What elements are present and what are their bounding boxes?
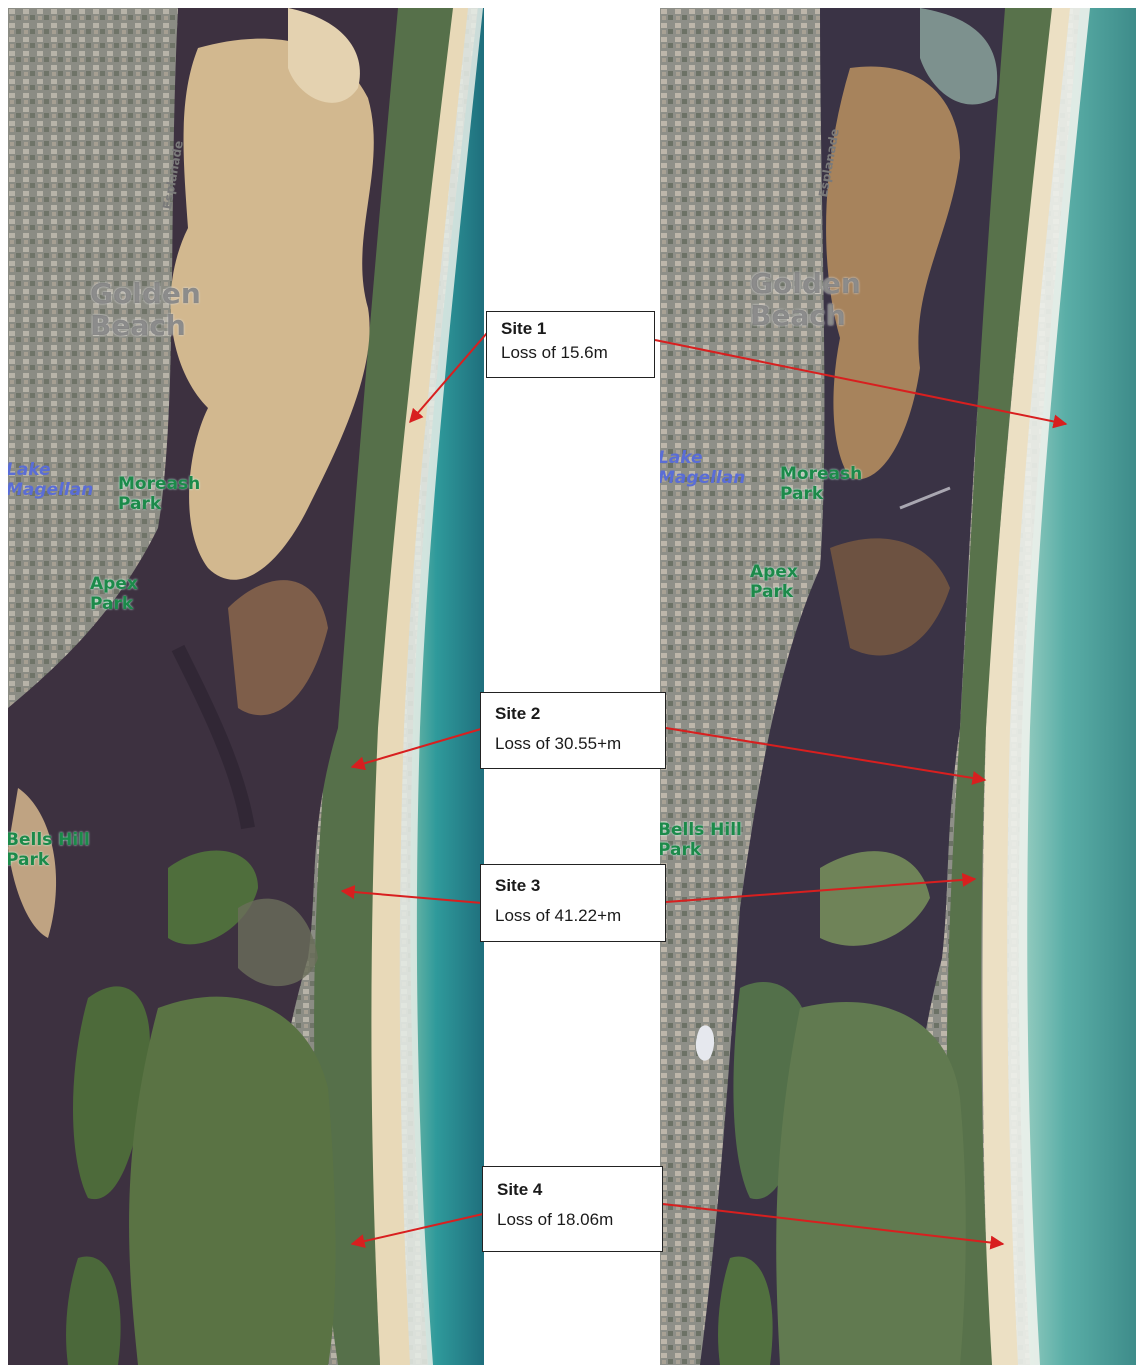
site-3-loss: Loss of 41.22+m bbox=[495, 906, 622, 925]
site-1-callout: Site 1 Loss of 15.6m bbox=[486, 311, 655, 378]
site-1-name: Site 1 bbox=[501, 319, 547, 338]
site-4-loss: Loss of 18.06m bbox=[497, 1210, 614, 1229]
aerial-photo-earlier-graphic bbox=[8, 8, 484, 1365]
site-2-name: Site 2 bbox=[495, 704, 541, 723]
site-4-name: Site 4 bbox=[497, 1180, 543, 1199]
site-4-callout: Site 4 Loss of 18.06m bbox=[482, 1166, 663, 1252]
site-2-callout: Site 2 Loss of 30.55+m bbox=[480, 692, 666, 769]
site-3-callout: Site 3 Loss of 41.22+m bbox=[480, 864, 666, 942]
site-1-loss: Loss of 15.6m bbox=[501, 343, 608, 362]
site-2-loss: Loss of 30.55+m bbox=[495, 734, 622, 753]
site-3-name: Site 3 bbox=[495, 876, 541, 895]
aerial-photo-later-graphic bbox=[660, 8, 1136, 1365]
